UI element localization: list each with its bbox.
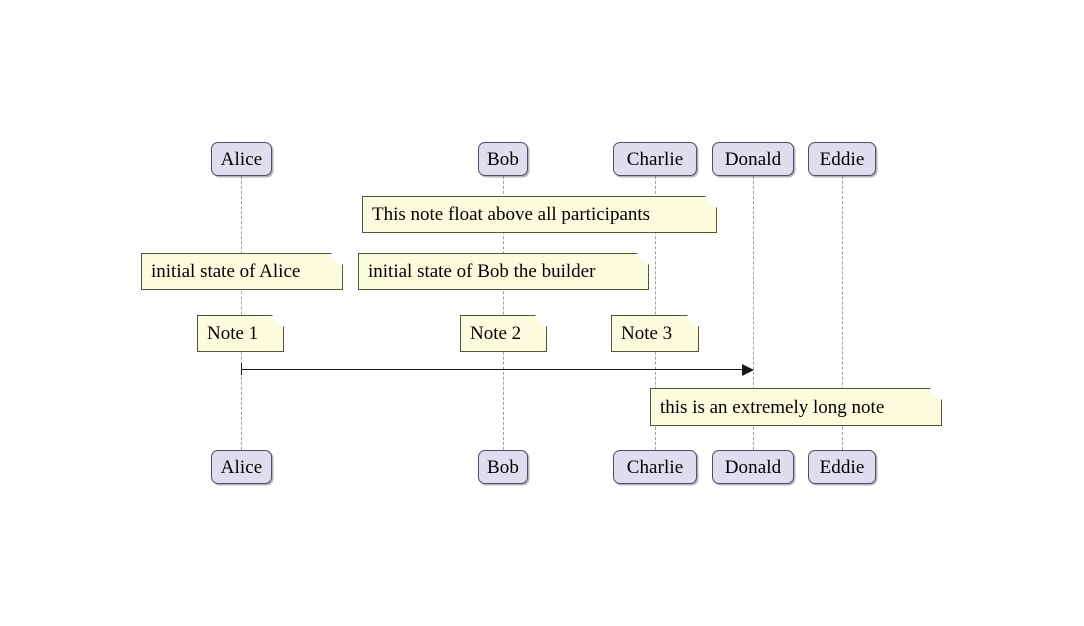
- note-long[interactable]: this is an extremely long note: [650, 388, 942, 426]
- participant-label: Charlie: [626, 456, 684, 478]
- message-alice-to-donald[interactable]: [241, 369, 743, 370]
- lifeline-alice: [241, 176, 242, 450]
- note-initial-bob[interactable]: initial state of Bob the builder: [358, 253, 649, 290]
- participant-label: Alice: [220, 148, 263, 170]
- note-fold-line: [324, 240, 338, 254]
- participant-bob-bottom[interactable]: Bob: [478, 450, 528, 484]
- note-fold-icon: [703, 197, 716, 210]
- note-text: Note 3: [621, 323, 673, 344]
- note-text: This note float above all participants: [372, 204, 651, 225]
- participant-label: Eddie: [819, 456, 865, 478]
- participant-charlie-top[interactable]: Charlie: [613, 142, 697, 176]
- participant-charlie-bottom[interactable]: Charlie: [613, 450, 697, 484]
- note-1[interactable]: Note 1: [197, 315, 284, 352]
- lifeline-bob: [503, 176, 504, 450]
- note-text: this is an extremely long note: [660, 396, 885, 418]
- participant-donald-bottom[interactable]: Donald: [712, 450, 794, 484]
- note-3[interactable]: Note 3: [611, 315, 699, 352]
- participant-label: Bob: [487, 456, 519, 478]
- note-fold-line: [698, 183, 712, 197]
- lifeline-eddie: [842, 176, 843, 450]
- note-text: initial state of Alice: [151, 261, 301, 282]
- participant-label: Donald: [724, 148, 782, 170]
- note-fold-line: [680, 302, 694, 316]
- note-2[interactable]: Note 2: [460, 315, 547, 352]
- note-fold-line: [265, 302, 279, 316]
- participant-bob-top[interactable]: Bob: [478, 142, 528, 176]
- participant-alice-bottom[interactable]: Alice: [211, 450, 272, 484]
- note-fold-icon: [928, 389, 941, 402]
- participant-label: Bob: [487, 148, 519, 170]
- note-fold-icon: [635, 254, 648, 267]
- note-initial-alice[interactable]: initial state of Alice: [141, 253, 343, 290]
- note-fold-icon: [533, 316, 546, 329]
- participant-label: Donald: [724, 456, 782, 478]
- lifeline-donald: [753, 176, 754, 450]
- note-fold-icon: [270, 316, 283, 329]
- note-fold-icon: [329, 254, 342, 267]
- note-text: Note 1: [207, 323, 259, 344]
- participant-alice-top[interactable]: Alice: [211, 142, 272, 176]
- participant-eddie-top[interactable]: Eddie: [808, 142, 876, 176]
- note-text: Note 2: [470, 323, 522, 344]
- note-fold-line: [923, 375, 937, 389]
- participant-label: Eddie: [819, 148, 865, 170]
- note-fold-line: [630, 240, 644, 254]
- note-text: initial state of Bob the builder: [368, 261, 596, 282]
- note-float-all[interactable]: This note float above all participants: [362, 196, 717, 233]
- message-arrowhead-0: [742, 364, 754, 376]
- participant-label: Alice: [220, 456, 263, 478]
- participant-label: Charlie: [626, 148, 684, 170]
- note-fold-line: [528, 302, 542, 316]
- lifeline-charlie: [655, 176, 656, 450]
- note-fold-icon: [685, 316, 698, 329]
- participant-eddie-bottom[interactable]: Eddie: [808, 450, 876, 484]
- participant-donald-top[interactable]: Donald: [712, 142, 794, 176]
